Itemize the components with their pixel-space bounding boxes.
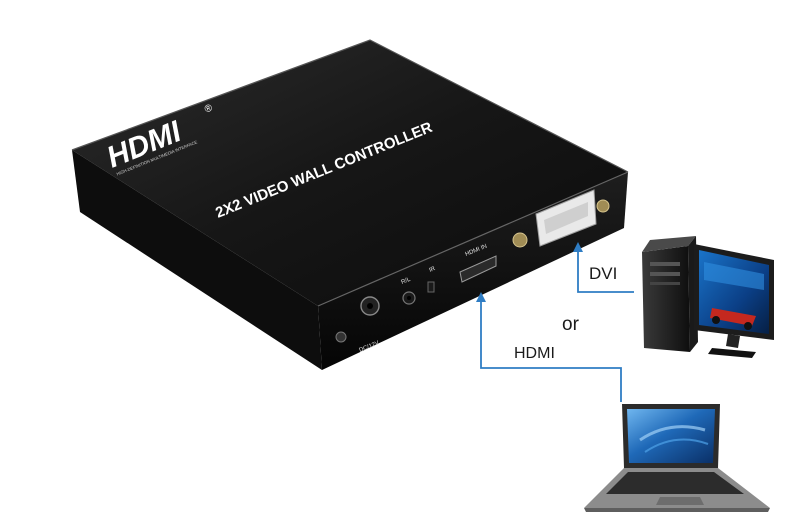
hdmi-arrow [476, 292, 486, 302]
dvi-port [512, 189, 610, 248]
laptop-screen [627, 409, 715, 463]
device-top-face [72, 40, 628, 306]
ir-label: IR [429, 266, 437, 274]
ir-port: IR [427, 266, 437, 293]
rl-label: R/L [401, 277, 413, 286]
dvi-label: DVI [589, 264, 618, 283]
device-left-face [72, 150, 322, 370]
desktop-computer-icon [642, 236, 774, 358]
video-wall-controller-device: HDMI ® HIGH-DEFINITION MULTIMEDIA INTERF… [71, 39, 629, 370]
dvi-arrow [573, 242, 583, 252]
connection-lines [476, 242, 634, 402]
laptop-keyboard [606, 472, 744, 494]
or-label: or [562, 314, 579, 335]
laptop-icon [584, 404, 770, 512]
hdmi-logo-reg: ® [203, 102, 215, 115]
hdmi-label: HDMI [514, 345, 555, 362]
rl-audio-port: R/L [401, 277, 416, 305]
hdmi-connection-line [480, 300, 622, 402]
dvi-connection-line [577, 250, 634, 293]
pc-tower [642, 246, 690, 352]
